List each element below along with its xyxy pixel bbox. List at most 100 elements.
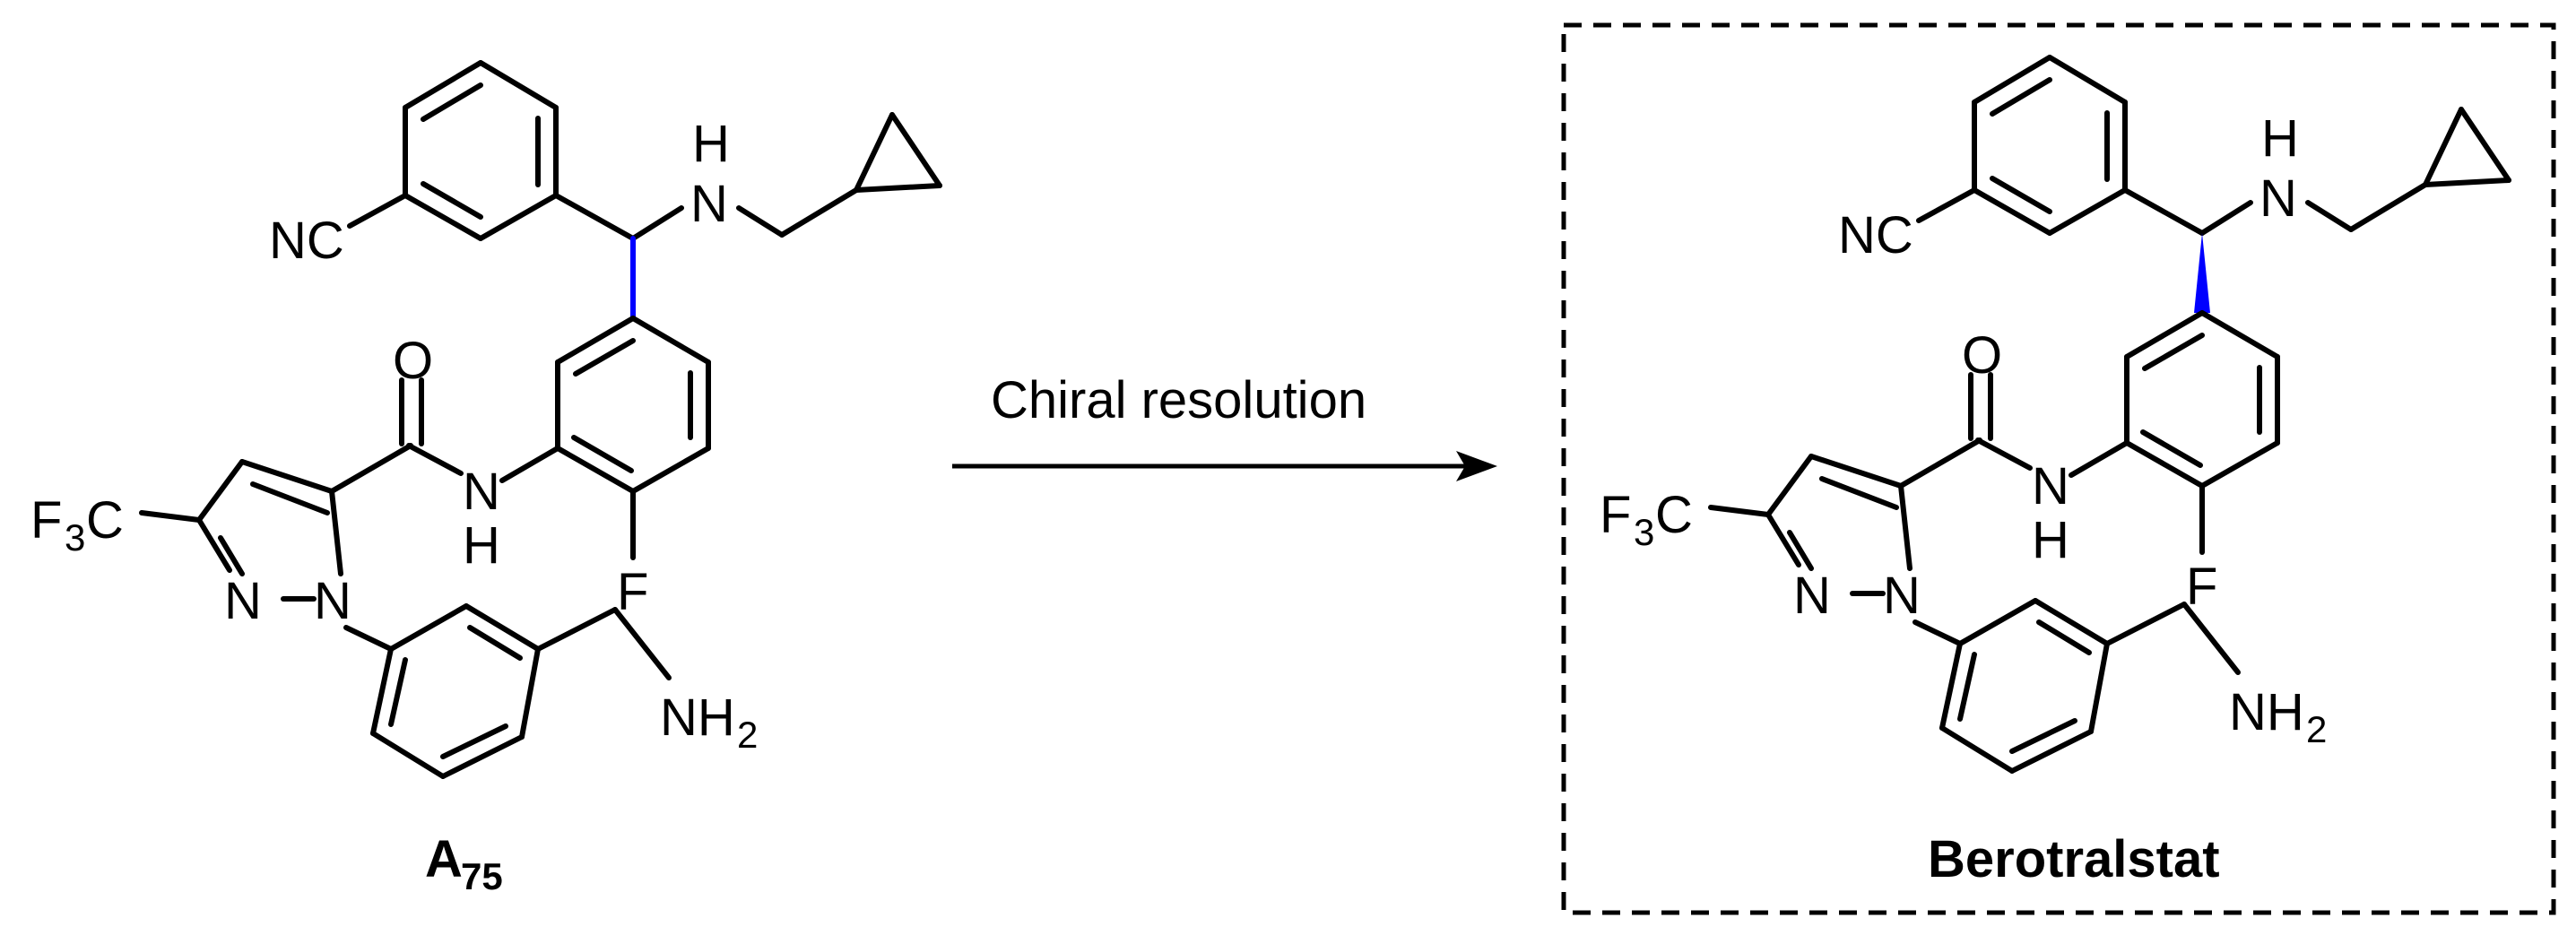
bond — [1972, 55, 2052, 105]
atom-label-pyrazole-n2: N — [1793, 567, 1831, 625]
bond — [854, 183, 942, 193]
double-bond-inner — [1819, 476, 1899, 510]
bond — [403, 60, 483, 110]
bond — [2009, 729, 2094, 774]
bond — [343, 625, 394, 652]
bond — [1957, 598, 2038, 646]
compound-label-a75: A 75 — [425, 830, 503, 897]
atom-label-amino-nh: NH — [2229, 683, 2304, 741]
bond — [2047, 187, 2128, 236]
bond — [1765, 512, 1801, 567]
atom-label-fluorine: F — [617, 563, 648, 621]
atom-label-amino-nh: NH — [660, 689, 735, 747]
bond — [388, 603, 469, 652]
bonds — [139, 60, 942, 779]
atom-label-amine-h: H — [692, 115, 730, 173]
bond — [2423, 107, 2464, 187]
double-bond-inner — [573, 338, 636, 377]
double-bond-inner — [250, 481, 330, 515]
atom-label-amine-n: N — [2259, 169, 2297, 228]
atom-label-carbonyl-o: O — [1962, 326, 2002, 385]
bond — [519, 646, 541, 740]
bond — [1939, 641, 1963, 731]
bond — [239, 459, 334, 494]
bond — [1898, 483, 1912, 571]
bond — [1912, 619, 1963, 646]
atom-labels: NC H N O N H F F 3 C N N NH 2 — [1600, 109, 2327, 750]
bond — [2181, 602, 2241, 675]
bond — [139, 510, 202, 523]
arrow-label: Chiral resolution — [991, 371, 1366, 429]
atom-label-amide-h: H — [2032, 511, 2069, 569]
atom-label-fluorine: F — [2186, 558, 2217, 616]
bond — [370, 646, 394, 736]
product-structure: NC H N O N H F F 3 C N N NH 2 Berotralst… — [1600, 55, 2511, 888]
bond — [736, 205, 785, 238]
bond — [2047, 55, 2128, 105]
bond — [779, 187, 859, 238]
bond — [612, 607, 672, 680]
double-bond-inner — [571, 435, 634, 473]
bond — [2348, 182, 2428, 232]
bond — [2124, 310, 2205, 359]
double-bond-inner — [421, 181, 483, 220]
bond — [464, 603, 541, 652]
atom-label-cf3-f: F — [30, 491, 62, 550]
double-bond-inner — [467, 625, 523, 661]
double-bond-inner — [2036, 619, 2092, 655]
double-bond-inner — [1787, 530, 1814, 571]
bond — [2199, 440, 2280, 489]
atom-label-cf3-f: F — [1600, 486, 1631, 544]
bonds — [1708, 55, 2511, 774]
double-bond-inner — [421, 82, 483, 122]
bond — [630, 316, 711, 365]
bond — [2033, 598, 2110, 646]
reaction-arrow: Chiral resolution — [952, 371, 1497, 481]
bond — [2069, 440, 2129, 478]
product-dashed-box — [1561, 22, 2556, 915]
bond — [2088, 641, 2110, 734]
double-bond-inner — [2142, 333, 2205, 371]
bond — [2459, 107, 2511, 183]
bond — [329, 489, 343, 576]
atom-label-cf3-c: C — [1655, 486, 1693, 544]
bond — [196, 459, 245, 523]
atom-label-amino-subscript: 2 — [2306, 708, 2327, 750]
bond — [1939, 725, 2015, 774]
atom-label-carbonyl-o: O — [393, 332, 433, 390]
bond — [347, 193, 408, 229]
bond — [2199, 200, 2253, 236]
compound-label-subscript: 75 — [461, 855, 503, 897]
stereo-wedge-bond — [2194, 233, 2210, 313]
bond — [2199, 310, 2280, 359]
atom-label-amide-n: N — [2032, 457, 2069, 515]
bond — [1898, 437, 1982, 489]
bond — [2124, 440, 2205, 489]
atom-label-nitrile: NC — [1838, 206, 1913, 264]
bond — [555, 316, 636, 365]
bond — [630, 205, 684, 241]
bond — [1765, 454, 1814, 517]
bond — [1972, 187, 2052, 236]
bond — [553, 193, 636, 241]
atom-label-amino-subscript: 2 — [737, 714, 758, 756]
bond — [1808, 454, 1904, 489]
double-bond-inner — [1990, 176, 2052, 214]
double-bond-inner — [388, 657, 408, 727]
atom-label-cf3-subscript: 3 — [65, 516, 85, 559]
atom-label-amine-n: N — [690, 175, 728, 233]
bond — [1975, 437, 2033, 471]
bond — [2104, 602, 2187, 646]
bond — [478, 193, 559, 241]
bond — [1708, 505, 1771, 517]
bond — [478, 60, 559, 110]
compound-label-berotralstat: Berotralstat — [1928, 830, 2220, 888]
atom-label-amine-h: H — [2261, 109, 2299, 168]
bond — [630, 446, 711, 494]
arrow-head — [1456, 451, 1497, 481]
bond — [2122, 187, 2205, 236]
bond — [403, 193, 483, 241]
double-bond-inner — [218, 535, 245, 576]
